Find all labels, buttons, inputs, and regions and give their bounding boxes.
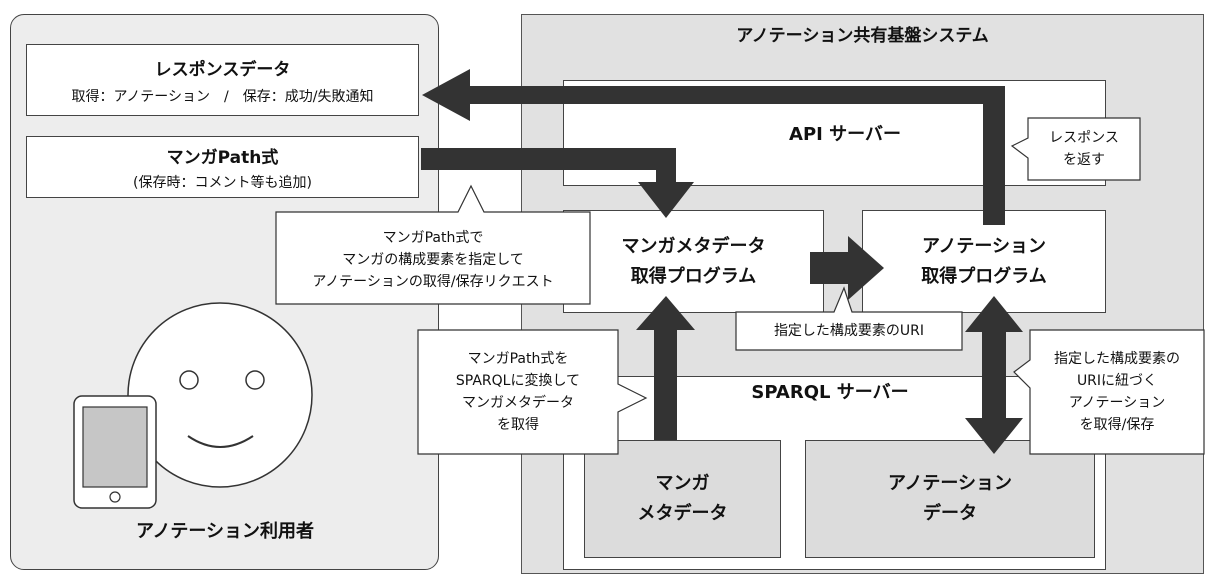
user-label: アノテーション利用者 bbox=[135, 521, 315, 542]
response-callout-line2: を返す bbox=[1063, 152, 1105, 168]
annotation-data-box: アノテーション データ bbox=[805, 440, 1095, 558]
uri-callout: 指定した構成要素のURI bbox=[773, 323, 925, 339]
manga-metadata-line1: マンガ bbox=[655, 473, 710, 494]
system-title: アノテーション共有基盤システム bbox=[736, 25, 989, 46]
sparql-callout-line3: マンガメタデータ bbox=[462, 395, 574, 411]
api-server-label: API サーバー bbox=[789, 124, 901, 145]
response-callout-line1: レスポンス bbox=[1049, 130, 1119, 146]
response-data-box: レスポンスデータ 取得：アノテーション / 保存：成功/失敗通知 bbox=[26, 44, 419, 116]
manga-meta-program-line1: マンガメタデータ bbox=[621, 235, 766, 257]
sparql-server-label: SPARQL サーバー bbox=[751, 382, 909, 403]
response-data-title: レスポンスデータ bbox=[154, 59, 291, 80]
manga-metadata-line2: メタデータ bbox=[637, 503, 728, 524]
sparql-callout-shape bbox=[417, 329, 648, 455]
tablet-screen bbox=[82, 406, 148, 488]
sparql-callout-line2: SPARQLに変換して bbox=[455, 373, 581, 389]
response-data-detail: 取得：アノテーション / 保存：成功/失敗通知 bbox=[71, 88, 374, 105]
user-right-eye bbox=[245, 370, 265, 390]
annotation-callout-shape bbox=[1013, 329, 1205, 455]
annotation-callout-line1: 指定した構成要素の bbox=[1054, 351, 1180, 367]
mangapath-title: マンガPath式 bbox=[166, 147, 279, 168]
request-callout-line3: アノテーションの取得/保存リクエスト bbox=[312, 274, 554, 290]
response-callout-shape bbox=[1010, 117, 1141, 181]
annotation-double-arrow bbox=[965, 296, 1023, 454]
sparql-callout-line1: マンガPath式を bbox=[467, 351, 569, 367]
user-face bbox=[127, 302, 313, 488]
annotation-callout-line2: URIに紐づく bbox=[1076, 373, 1158, 389]
uri-callout-shape bbox=[735, 286, 963, 351]
annotation-callout-line3: アノテーション bbox=[1068, 395, 1166, 411]
annotation-program-line2: 取得プログラム bbox=[921, 265, 1047, 287]
annotation-program-box: アノテーション 取得プログラム bbox=[862, 210, 1106, 313]
manga-metadata-box: マンガ メタデータ bbox=[584, 440, 781, 558]
sparql-double-arrow bbox=[636, 296, 695, 440]
mangapath-box: マンガPath式 (保存時：コメント等も追加) bbox=[26, 136, 419, 198]
request-callout-line1: マンガPath式で bbox=[382, 230, 484, 246]
annotation-program-line1: アノテーション bbox=[921, 235, 1047, 257]
annotation-callout: 指定した構成要素の URIに紐づく アノテーション を取得/保存 bbox=[1030, 334, 1204, 450]
response-arrow bbox=[422, 69, 1005, 225]
annotation-callout-line4: を取得/保存 bbox=[1079, 417, 1155, 433]
request-callout: マンガPath式で マンガの構成要素を指定して アノテーションの取得/保存リクエ… bbox=[276, 218, 590, 302]
request-callout-line2: マンガの構成要素を指定して bbox=[342, 252, 524, 268]
request-arrow bbox=[421, 148, 694, 218]
mangapath-detail: (保存時：コメント等も追加) bbox=[133, 174, 312, 191]
user-left-eye bbox=[179, 370, 199, 390]
manga-meta-program-box: マンガメタデータ 取得プログラム bbox=[563, 210, 824, 313]
sparql-callout-line4: を取得 bbox=[497, 417, 539, 433]
uri-arrow bbox=[810, 236, 884, 300]
tablet-button bbox=[109, 491, 121, 503]
annotation-data-line1: アノテーション bbox=[887, 473, 1013, 494]
sparql-callout: マンガPath式を SPARQLに変換して マンガメタデータ を取得 bbox=[418, 334, 618, 450]
annotation-data-line2: データ bbox=[923, 503, 977, 524]
manga-meta-program-line2: 取得プログラム bbox=[630, 265, 757, 287]
response-callout: レスポンス を返す bbox=[1028, 120, 1140, 178]
user-mouth bbox=[187, 435, 254, 448]
request-callout-shape bbox=[275, 184, 591, 305]
